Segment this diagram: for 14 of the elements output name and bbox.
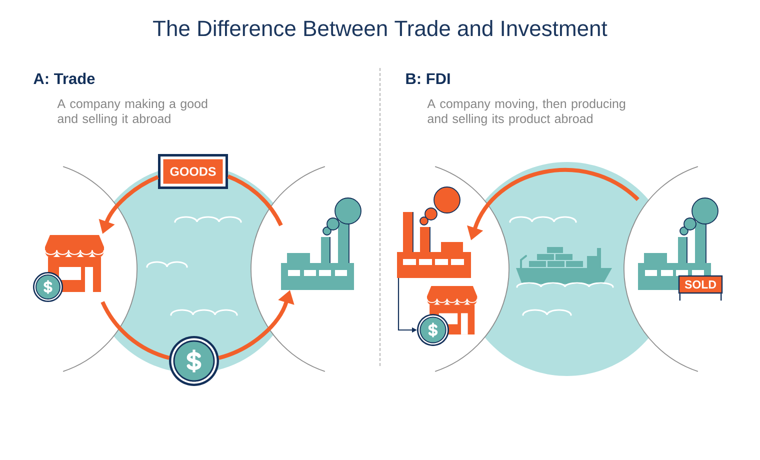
title: The Difference Between Trade and Investment: [153, 20, 608, 36]
sign: SOLD: [678, 275, 723, 301]
factory-icon: [281, 198, 362, 290]
description: A company making a good and selling it abroad: [57, 98, 208, 126]
section-heading: B: FDI: [406, 73, 450, 84]
connector-line: [227, 174, 283, 226]
store-icon: [33, 235, 105, 302]
coin-icon: [417, 314, 449, 346]
sign: GOODS: [158, 154, 228, 189]
section-heading: A: Trade: [34, 72, 95, 84]
description: A company moving, then producing and selling its product abroad: [427, 98, 626, 126]
factory-icon: [397, 186, 471, 278]
connector-line: [100, 301, 170, 360]
coin-icon: [169, 336, 219, 386]
